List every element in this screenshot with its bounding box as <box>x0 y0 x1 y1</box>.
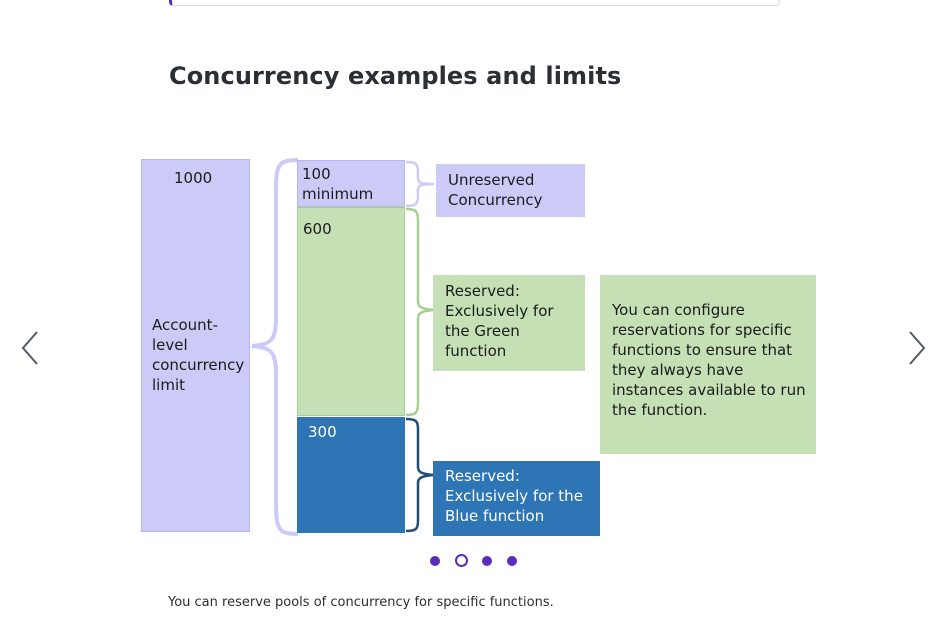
chevron-right-icon <box>909 331 926 365</box>
note-text: You can configure reservations for speci… <box>612 301 806 419</box>
slide-caption: You can reserve pools of concurrency for… <box>168 595 554 610</box>
unreserved-brace <box>405 160 435 208</box>
account-limit-label: Account- level concurrency limit <box>152 316 245 394</box>
blue-block <box>297 417 405 533</box>
unreserved-label: Unreserved Concurrency <box>448 171 543 209</box>
carousel-dot-1[interactable] <box>430 556 440 566</box>
account-limit-bar <box>141 159 250 532</box>
unreserved-block <box>297 160 405 207</box>
note-box <box>600 275 816 454</box>
blue-value: 300 <box>308 423 337 441</box>
carousel-pagination <box>425 553 525 569</box>
unreserved-value: 100 minimum <box>302 165 374 203</box>
carousel-dot-2-current[interactable] <box>455 554 468 567</box>
section-heading: Concurrency examples and limits <box>169 62 622 90</box>
account-limit-value: 1000 <box>174 169 213 187</box>
green-brace <box>405 207 435 417</box>
green-label-box <box>433 275 585 371</box>
carousel-dot-4[interactable] <box>507 556 517 566</box>
previous-section-box <box>169 0 780 6</box>
carousel-prev-button[interactable] <box>14 328 46 368</box>
account-brace <box>251 158 299 536</box>
green-value: 600 <box>303 220 332 238</box>
green-block <box>297 207 405 416</box>
blue-label-box <box>433 461 600 536</box>
blue-label: Reserved: Exclusively for the Blue funct… <box>445 467 583 525</box>
chevron-left-icon <box>21 331 38 365</box>
unreserved-label-box <box>436 164 585 217</box>
green-label: Reserved: Exclusively for the Green func… <box>445 282 554 360</box>
carousel-next-button[interactable] <box>901 328 933 368</box>
carousel-dot-3[interactable] <box>482 556 492 566</box>
blue-brace <box>405 417 435 533</box>
